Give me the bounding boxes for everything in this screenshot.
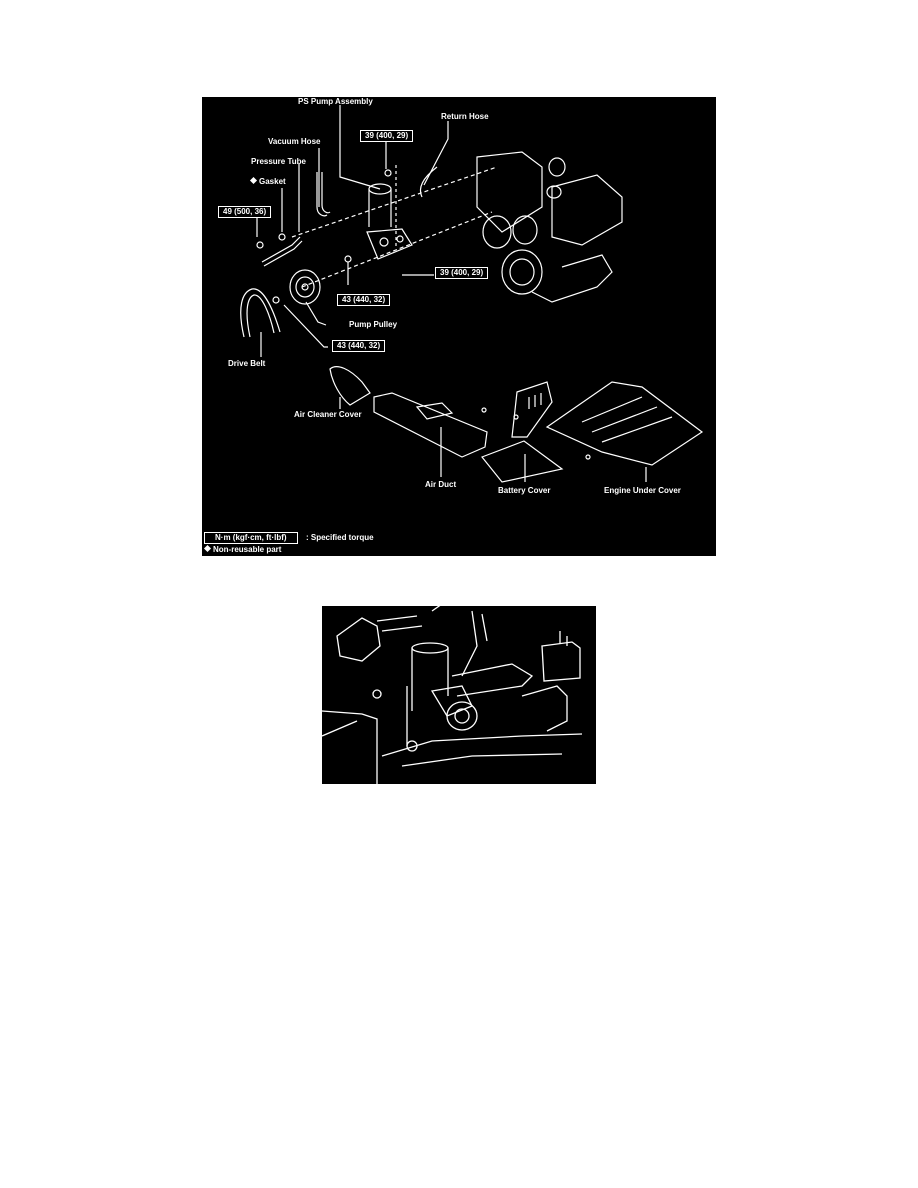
non-reusable-diamond-icon: [203, 544, 212, 553]
engine-bay-line-art: [322, 606, 583, 784]
gasket-text: Gasket: [259, 177, 286, 186]
torque-box-top-bolt: 39 (400, 29): [360, 130, 414, 142]
engine-bay-illustration: [322, 606, 596, 784]
label-return-hose: Return Hose: [441, 112, 489, 121]
label-pump-pulley: Pump Pulley: [349, 320, 398, 329]
diagram-line-art: [240, 105, 704, 483]
label-air-cleaner-cover: Air Cleaner Cover: [294, 410, 362, 419]
label-vacuum-hose: Vacuum Hose: [268, 137, 321, 146]
torque-box-center-nut: 43 (440, 32): [337, 294, 391, 306]
legend-non-reusable: Non-reusable part: [203, 544, 282, 555]
exploded-parts-diagram: PS Pump Assembly Return Hose 39 (400, 29…: [202, 97, 716, 556]
label-engine-under-cover: Engine Under Cover: [604, 486, 681, 495]
torque-box-left-bolt: 49 (500, 36): [218, 206, 272, 218]
torque-box-right-bolt: 39 (400, 29): [435, 267, 489, 279]
non-reusable-diamond-icon: [249, 176, 258, 185]
label-air-duct: Air Duct: [425, 480, 457, 489]
legend-torque-unit-box: N·m (kgf·cm, ft·lbf): [204, 532, 298, 544]
torque-box-pulley-nut: 43 (440, 32): [332, 340, 386, 352]
non-reusable-text: Non-reusable part: [213, 545, 282, 554]
label-gasket: Gasket: [249, 176, 286, 187]
label-battery-cover: Battery Cover: [498, 486, 551, 495]
label-pressure-tube: Pressure Tube: [251, 157, 306, 166]
label-drive-belt: Drive Belt: [228, 359, 266, 368]
legend-torque-desc: : Specified torque: [306, 533, 374, 542]
label-ps-pump-assembly: PS Pump Assembly: [298, 97, 373, 106]
